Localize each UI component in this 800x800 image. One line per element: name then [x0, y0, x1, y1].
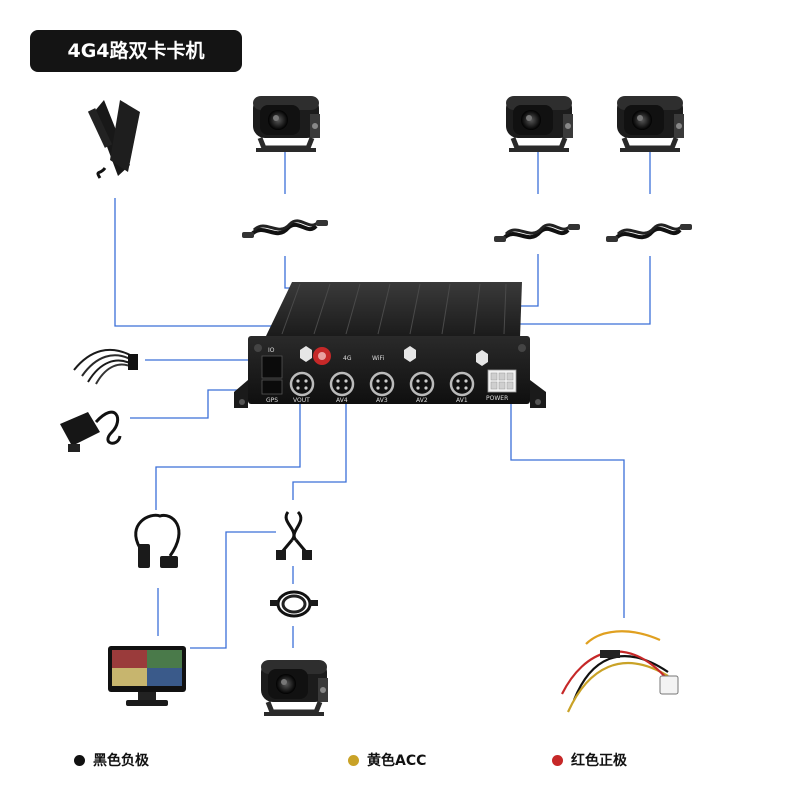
gps-module-icon [60, 410, 122, 452]
legend-label: 红色正极 [571, 753, 627, 769]
mdvr-unit: IO GPS 4G WiFi VOUT AV4 AV3 AV2 AV1 POWE… [234, 282, 546, 408]
camera-icon [261, 660, 328, 716]
legend-item: 红色正极 [552, 748, 627, 772]
legend-label: 黑色负极 [93, 753, 149, 769]
vga-adapter-icon [134, 513, 181, 568]
power-harness-icon [561, 630, 679, 713]
cable-icon [492, 222, 582, 244]
gps-port-label: GPS [266, 397, 278, 404]
wifi-port-label: WiFi [372, 355, 384, 362]
splitter-cable-icon [276, 510, 312, 560]
vout-line [155, 400, 301, 510]
av4-line [292, 400, 347, 500]
camera-icon [617, 96, 684, 152]
legend-dot-yellow [348, 754, 359, 766]
camera-icon [506, 96, 573, 152]
vout-port-label: VOUT [293, 397, 310, 404]
av1-port-label: AV1 [456, 397, 468, 404]
legend-dot-black [74, 754, 85, 766]
power-line [510, 398, 625, 618]
av4-port-label: AV4 [336, 397, 348, 404]
legend-item: 黑色负极 [74, 748, 149, 772]
io-port-label: IO [268, 347, 275, 354]
legend-dot-red [552, 754, 563, 766]
power-port-label: POWER [486, 395, 508, 402]
legend-label: 黄色ACC [367, 753, 427, 769]
av2-port-label: AV2 [416, 397, 428, 404]
legend-item: 黄色ACC [348, 748, 426, 772]
io-wires-icon [73, 348, 138, 385]
page-title: 4G4路双卡卡机 [30, 30, 242, 72]
camera-icon [253, 96, 320, 152]
cable-icon [240, 218, 330, 240]
coiled-cable-icon [270, 590, 318, 618]
cable-icon [604, 222, 694, 244]
monitor-icon [108, 646, 186, 706]
4g-port-label: 4G [343, 355, 352, 362]
antenna-icon [87, 100, 140, 179]
splitter-monitor-line [190, 531, 276, 649]
av3-port-label: AV3 [376, 397, 388, 404]
